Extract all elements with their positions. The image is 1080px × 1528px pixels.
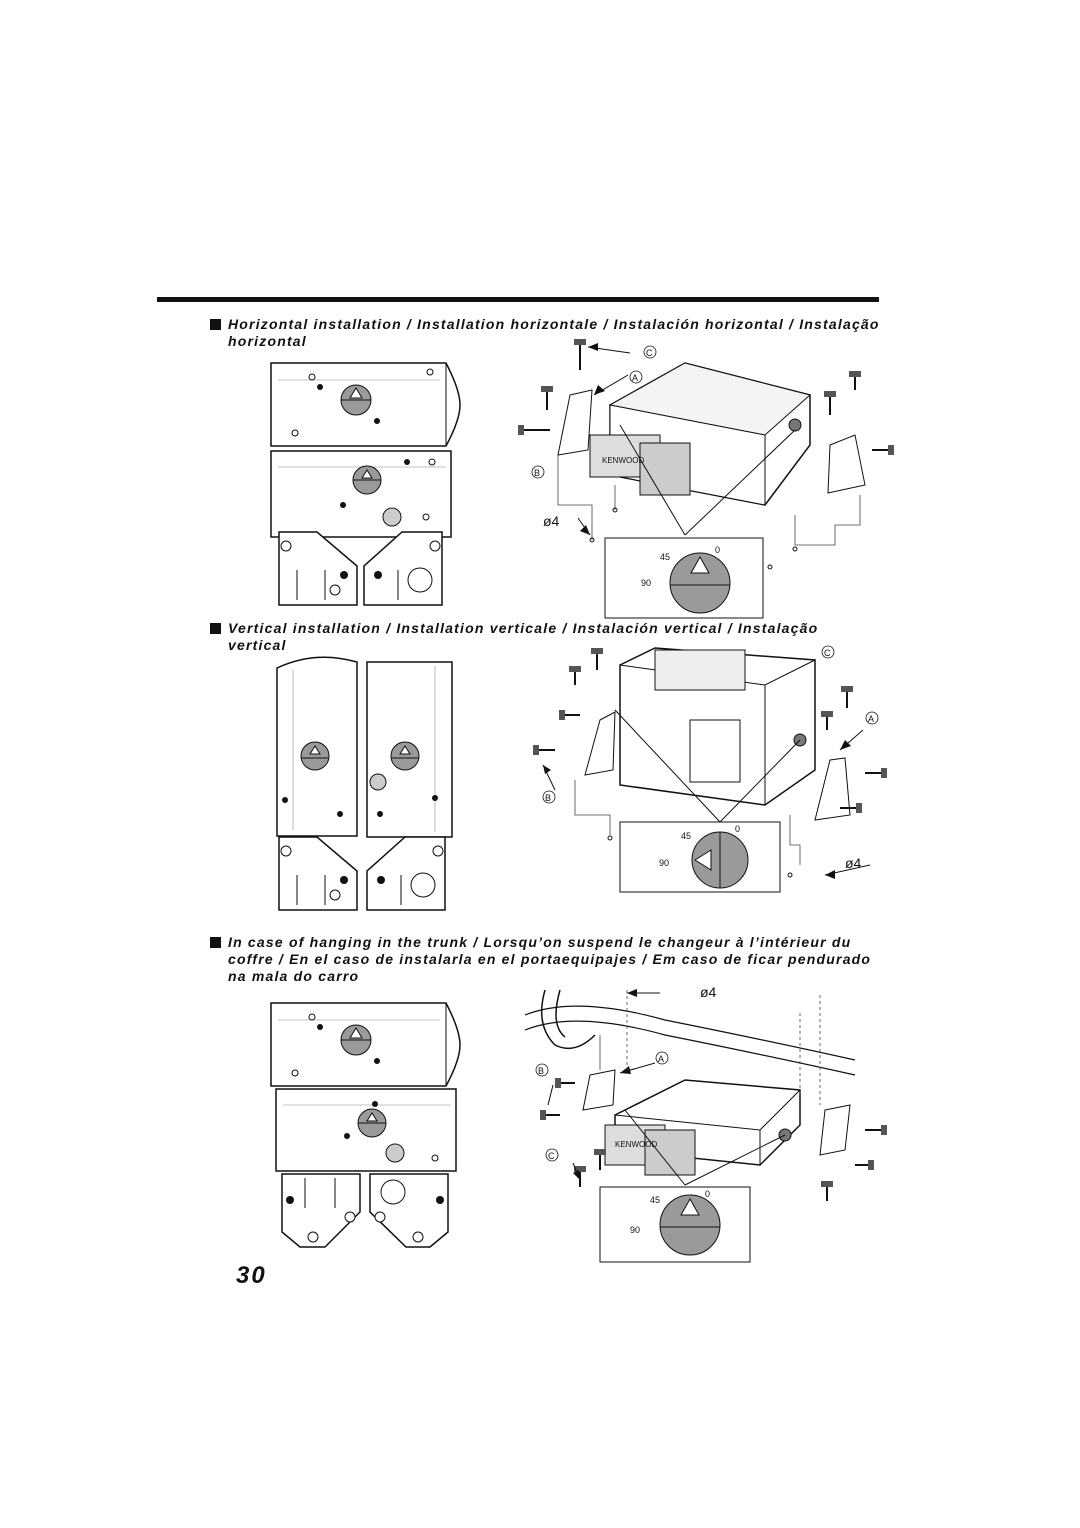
screw-right-low-icon <box>872 445 894 455</box>
bracket-left-vertical <box>278 836 358 911</box>
bracket-right-vertical <box>366 836 446 911</box>
label-angle-90: 90 <box>641 578 651 588</box>
screw-b-icon <box>518 425 550 435</box>
screw-right-low-icon <box>821 1181 833 1201</box>
bullet-square-icon <box>210 319 221 330</box>
screw-b-icon <box>559 710 580 720</box>
label-part-a: A <box>632 373 638 383</box>
bracket-right-horizontal <box>363 531 443 606</box>
label-angle-90: 90 <box>659 858 669 868</box>
bullet-square-icon <box>210 623 221 634</box>
unit-vertical-view-right <box>366 661 453 838</box>
label-angle-0: 0 <box>715 545 720 555</box>
label-hole-diameter: ø4 <box>543 513 560 529</box>
brand-label: KENWOOD <box>615 1140 657 1149</box>
label-angle-45: 45 <box>681 831 691 841</box>
label-angle-45: 45 <box>650 1195 660 1205</box>
screw-c-icon <box>594 1149 606 1170</box>
screw-right-mid-icon <box>821 711 833 730</box>
changer-exploded-view-trunk: KENWOOD A B C ø4 45 0 90 <box>524 984 887 1263</box>
label-part-c: C <box>548 1151 555 1161</box>
screw-a-icon <box>569 666 581 685</box>
screw-b2-icon <box>533 745 555 755</box>
label-part-c: C <box>824 648 831 658</box>
changer-exploded-view-horizontal: KENWOOD C A B ø4 45 0 90 <box>518 339 894 619</box>
brand-label: KENWOOD <box>602 456 644 465</box>
screw-c2-icon <box>574 1166 586 1187</box>
unit-side-view-horizontal <box>270 450 452 538</box>
label-part-a: A <box>658 1054 664 1064</box>
screw-right-low2-icon <box>840 803 862 813</box>
unit-top-view-horizontal <box>270 362 461 447</box>
label-hole-diameter: ø4 <box>845 855 862 871</box>
label-part-b: B <box>534 468 540 478</box>
heading-vertical-installation: Vertical installation / Installation ver… <box>210 620 882 654</box>
unit-side-view-trunk <box>275 1088 457 1172</box>
screw-a-icon <box>541 386 553 410</box>
bracket-left-horizontal <box>278 531 358 606</box>
label-part-c: C <box>646 348 653 358</box>
bracket-left-trunk <box>281 1173 361 1248</box>
label-angle-90: 90 <box>630 1225 640 1235</box>
label-hole-diameter: ø4 <box>700 984 717 1000</box>
section-rule <box>157 297 879 302</box>
page-number: 30 <box>236 1262 267 1289</box>
screw-c-icon <box>591 648 603 670</box>
label-part-a: A <box>868 714 874 724</box>
label-part-b: B <box>538 1066 544 1076</box>
label-angle-45: 45 <box>660 552 670 562</box>
screw-right-top-icon <box>841 686 853 708</box>
screw-right-low-icon <box>865 768 887 778</box>
screw-right-top-icon <box>824 391 836 415</box>
screw-right-mid-icon <box>849 371 861 390</box>
label-angle-0: 0 <box>705 1189 710 1199</box>
unit-vertical-view-left <box>276 656 358 837</box>
screw-b-icon <box>555 1078 575 1088</box>
heading-trunk-installation: In case of hanging in the trunk / Lorsqu… <box>210 934 882 985</box>
screw-b2-icon <box>540 1110 560 1120</box>
label-angle-0: 0 <box>735 824 740 834</box>
heading-horizontal-installation: Horizontal installation / Installation h… <box>210 316 882 350</box>
bracket-right-trunk <box>369 1173 449 1248</box>
screw-right-mid-icon <box>855 1160 874 1170</box>
screw-c-icon <box>574 339 586 370</box>
unit-top-view-trunk <box>270 1002 461 1087</box>
changer-exploded-view-vertical: C A B ø4 45 0 90 <box>533 645 887 893</box>
bullet-square-icon <box>210 937 221 948</box>
label-part-b: B <box>545 793 551 803</box>
screw-right-top-icon <box>865 1125 887 1135</box>
